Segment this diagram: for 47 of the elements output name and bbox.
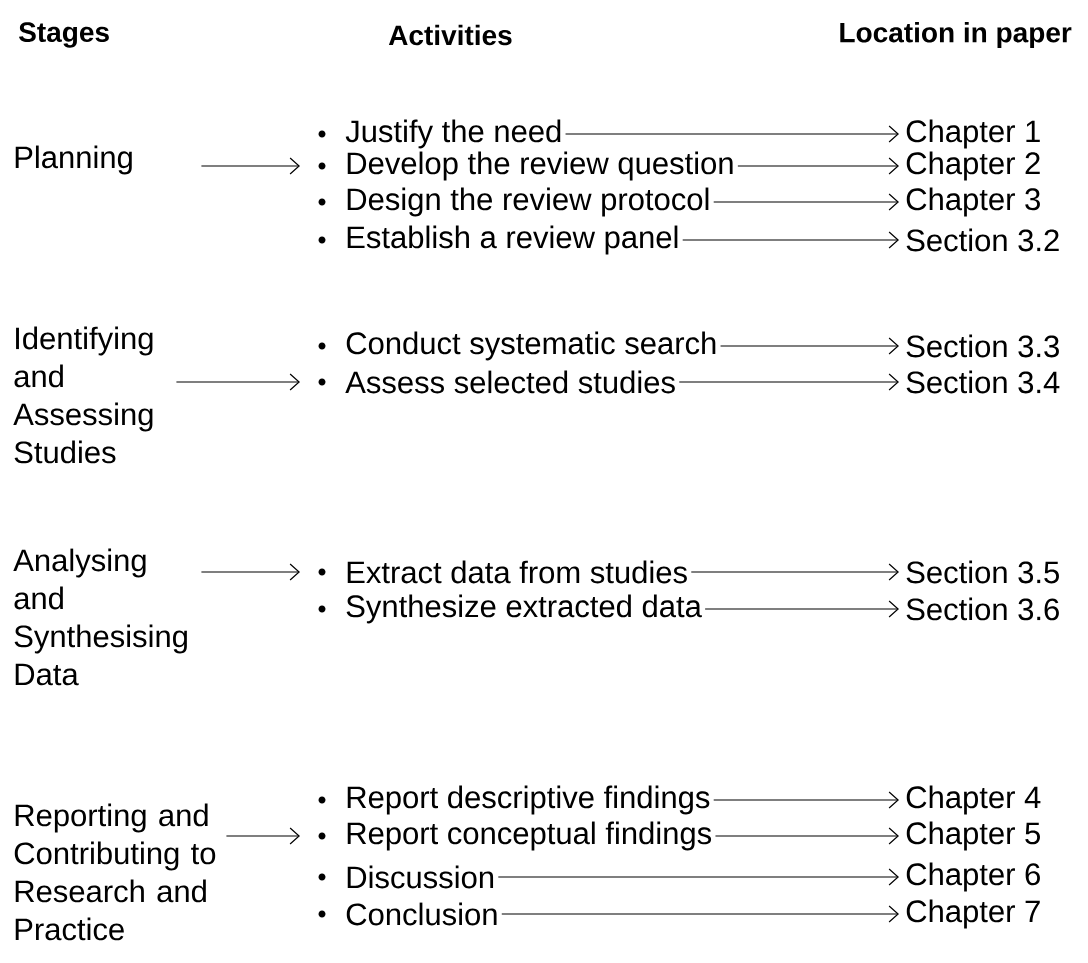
location-text: Chapter 7 — [906, 899, 1040, 929]
arrow — [175, 373, 300, 391]
location-text: Chapter 3 — [906, 187, 1040, 217]
arrow — [714, 827, 899, 845]
activity-text: Conduct systematic search — [346, 331, 716, 361]
activity-text: Extract data from studies — [347, 560, 687, 584]
location-text: Chapter 6 — [906, 862, 1040, 892]
activity-text: Develop the review question — [347, 151, 733, 181]
arrow — [225, 827, 300, 845]
arrow — [737, 157, 899, 175]
arrow — [690, 563, 899, 581]
column-heading: Stages — [19, 22, 109, 48]
location-text: Section 3.2 — [906, 228, 1059, 252]
location-text: Chapter 2 — [906, 151, 1040, 181]
arrow — [501, 905, 899, 923]
location-text: Section 3.3 — [906, 334, 1059, 358]
stage-label: Reporting and Contributing to Research and Practice — [14, 803, 216, 941]
arrow — [713, 193, 899, 211]
arrow — [713, 791, 899, 809]
activity-text: Conclusion — [346, 902, 497, 926]
location-text: Chapter 5 — [906, 821, 1040, 851]
activity-text: Justify the need — [345, 119, 561, 149]
arrow — [719, 337, 899, 355]
activity-text: Report conceptual findings — [347, 821, 712, 851]
location-text: Chapter 4 — [906, 785, 1041, 815]
column-heading: Location in paper — [840, 21, 1072, 49]
location-text: Section 3.5 — [906, 560, 1059, 584]
location-text: Section 3.4 — [906, 370, 1060, 394]
arrow — [200, 563, 300, 581]
location-text: Chapter 1 — [906, 119, 1040, 149]
activity-text: Assess selected studies — [345, 370, 675, 394]
activity-text: Design the review protocol — [347, 187, 709, 217]
stage-label: Identifying and Assessing Studies — [13, 326, 153, 464]
activity-text: Synthesize extracted data — [346, 594, 702, 624]
arrow — [704, 600, 899, 618]
activity-text: Establish a review panel — [347, 225, 678, 255]
arrow — [200, 157, 300, 175]
stage-label: Analysing and Synthesising Data — [13, 548, 187, 686]
activity-text: Discussion — [347, 865, 494, 889]
arrow — [564, 125, 899, 143]
stage-label: Planning — [15, 145, 132, 175]
arrow — [497, 868, 899, 886]
column-heading: Activities — [388, 24, 512, 46]
activity-text: Report descriptive findings — [347, 785, 710, 815]
arrow — [678, 373, 899, 391]
location-text: Section 3.6 — [906, 597, 1059, 621]
arrow — [682, 231, 899, 249]
